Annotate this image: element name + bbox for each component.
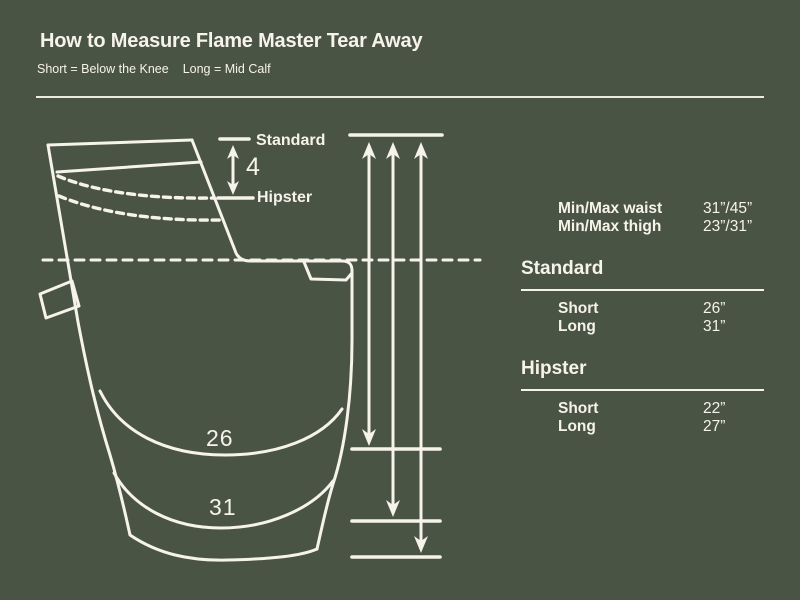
hipster-waistline-lower xyxy=(57,194,222,222)
size-value: 31” xyxy=(703,318,726,335)
hipster-waist-label: Hipster xyxy=(257,189,313,206)
size-label: Long xyxy=(558,318,596,335)
hem-length-31-label: 31 xyxy=(209,494,237,520)
arrow2-down-icon xyxy=(386,500,400,517)
gap-arrow-down-icon xyxy=(227,181,239,195)
spec-label: Min/Max thigh xyxy=(558,218,662,235)
waistband-top-edge xyxy=(46,138,194,147)
waist-gap-measure xyxy=(216,137,255,200)
size-label: Long xyxy=(558,418,596,435)
table-row: Short 22” xyxy=(521,400,764,418)
section-standard: Standard Short 26” Long 31” xyxy=(521,258,764,336)
waist-gap-value: 4 xyxy=(246,153,260,181)
arrow1-down-icon xyxy=(362,429,376,446)
size-label: Short xyxy=(558,400,599,417)
section-hipster: Hipster Short 22” Long 27” xyxy=(521,358,764,436)
size-label: Short xyxy=(558,300,599,317)
arrow2-up-icon xyxy=(386,142,400,159)
spec-label: Min/Max waist xyxy=(558,200,663,217)
garment-left-edge-and-hem xyxy=(46,143,319,562)
table-row: Long 27” xyxy=(521,418,764,436)
length-measures xyxy=(348,133,444,559)
table-row: Short 26” xyxy=(521,300,764,318)
size-value: 27” xyxy=(703,418,726,435)
hem-curve-31 xyxy=(112,471,335,530)
section-divider xyxy=(521,289,764,291)
header-divider xyxy=(36,96,764,98)
belt-tab xyxy=(38,279,81,320)
table-row: Long 31” xyxy=(521,318,764,336)
spec-value: 23”/31” xyxy=(703,218,753,235)
arrow1-up-icon xyxy=(362,142,376,159)
legend-short: Short = Below the Knee xyxy=(37,62,169,76)
arrow3-down-icon xyxy=(414,536,428,553)
hipster-waistline-upper xyxy=(56,174,216,200)
waistband-seam xyxy=(55,160,203,174)
garment-right-edge xyxy=(190,138,354,551)
arrow3-up-icon xyxy=(414,142,428,159)
length-legend: Short = Below the Knee Long = Mid Calf xyxy=(37,62,285,76)
size-value: 22” xyxy=(703,400,726,417)
hem-curve-26 xyxy=(98,389,344,457)
legend-long: Long = Mid Calf xyxy=(182,62,271,76)
standard-waist-label: Standard xyxy=(256,132,326,149)
garment-outline xyxy=(38,138,354,562)
spec-value: 31”/45” xyxy=(703,200,753,217)
gap-arrow-up-icon xyxy=(227,145,239,159)
fly-notch xyxy=(302,260,354,282)
section-heading: Standard xyxy=(521,258,604,279)
page-title: How to Measure Flame Master Tear Away xyxy=(40,30,423,52)
section-divider xyxy=(521,389,764,391)
section-heading: Hipster xyxy=(521,358,587,379)
size-value: 26” xyxy=(703,300,726,317)
hem-length-26-label: 26 xyxy=(206,425,234,451)
